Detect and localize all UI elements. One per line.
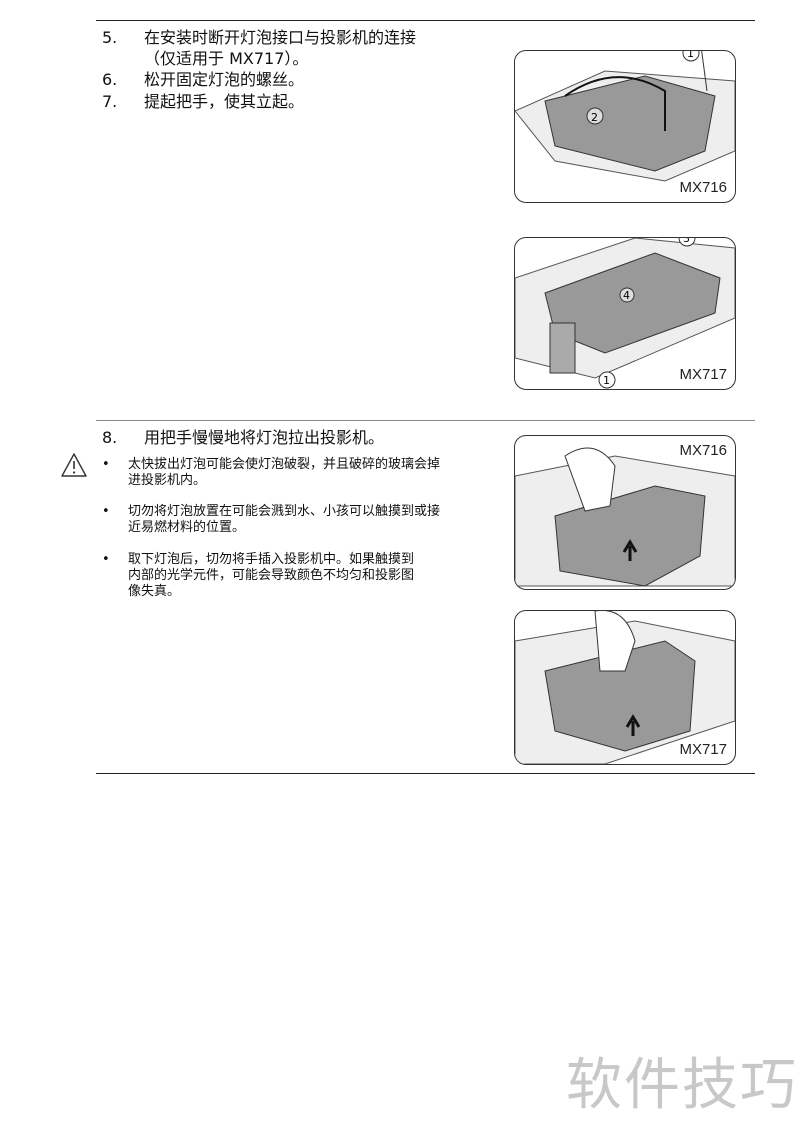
lamp-illustration <box>515 447 735 587</box>
step-text-cont: （仅适用于 MX717）。 <box>144 49 309 68</box>
svg-text:2: 2 <box>591 111 598 124</box>
step-number: 7. <box>102 92 118 111</box>
step-text: 提起把手，使其立起。 <box>144 92 305 111</box>
figure-mx716-loosen-screw: 2 1 MX716 <box>514 50 736 203</box>
svg-text:1: 1 <box>687 51 694 60</box>
svg-text:3: 3 <box>683 238 690 245</box>
model-label: MX716 <box>679 442 727 459</box>
lamp-illustration: 2 1 <box>515 51 735 182</box>
figure-mx717-loosen-screw: 4 3 1 MX717 <box>514 237 736 390</box>
step-number: 8. <box>102 428 118 447</box>
step-text: 松开固定灯泡的螺丝。 <box>144 70 305 89</box>
top-divider <box>96 20 755 21</box>
figure-mx716-pull-lamp: MX716 <box>514 435 736 590</box>
bottom-divider <box>96 773 755 774</box>
lamp-illustration <box>515 611 735 764</box>
warning-triangle-icon <box>61 453 87 477</box>
model-label: MX717 <box>679 366 727 383</box>
step-number: 5. <box>102 28 118 47</box>
figure-mx717-pull-lamp: MX717 <box>514 610 736 765</box>
section-divider <box>96 420 755 421</box>
svg-text:4: 4 <box>623 289 630 302</box>
step-number: 6. <box>102 70 118 89</box>
model-label: MX717 <box>679 741 727 758</box>
lamp-illustration: 4 3 1 <box>515 238 735 389</box>
svg-text:1: 1 <box>603 374 610 387</box>
step-text: 在安装时断开灯泡接口与投影机的连接 <box>144 28 417 47</box>
watermark: 软件技巧 <box>566 1053 798 1118</box>
step-text: 用把手慢慢地将灯泡拉出投影机。 <box>144 428 385 447</box>
model-label: MX716 <box>679 179 727 196</box>
